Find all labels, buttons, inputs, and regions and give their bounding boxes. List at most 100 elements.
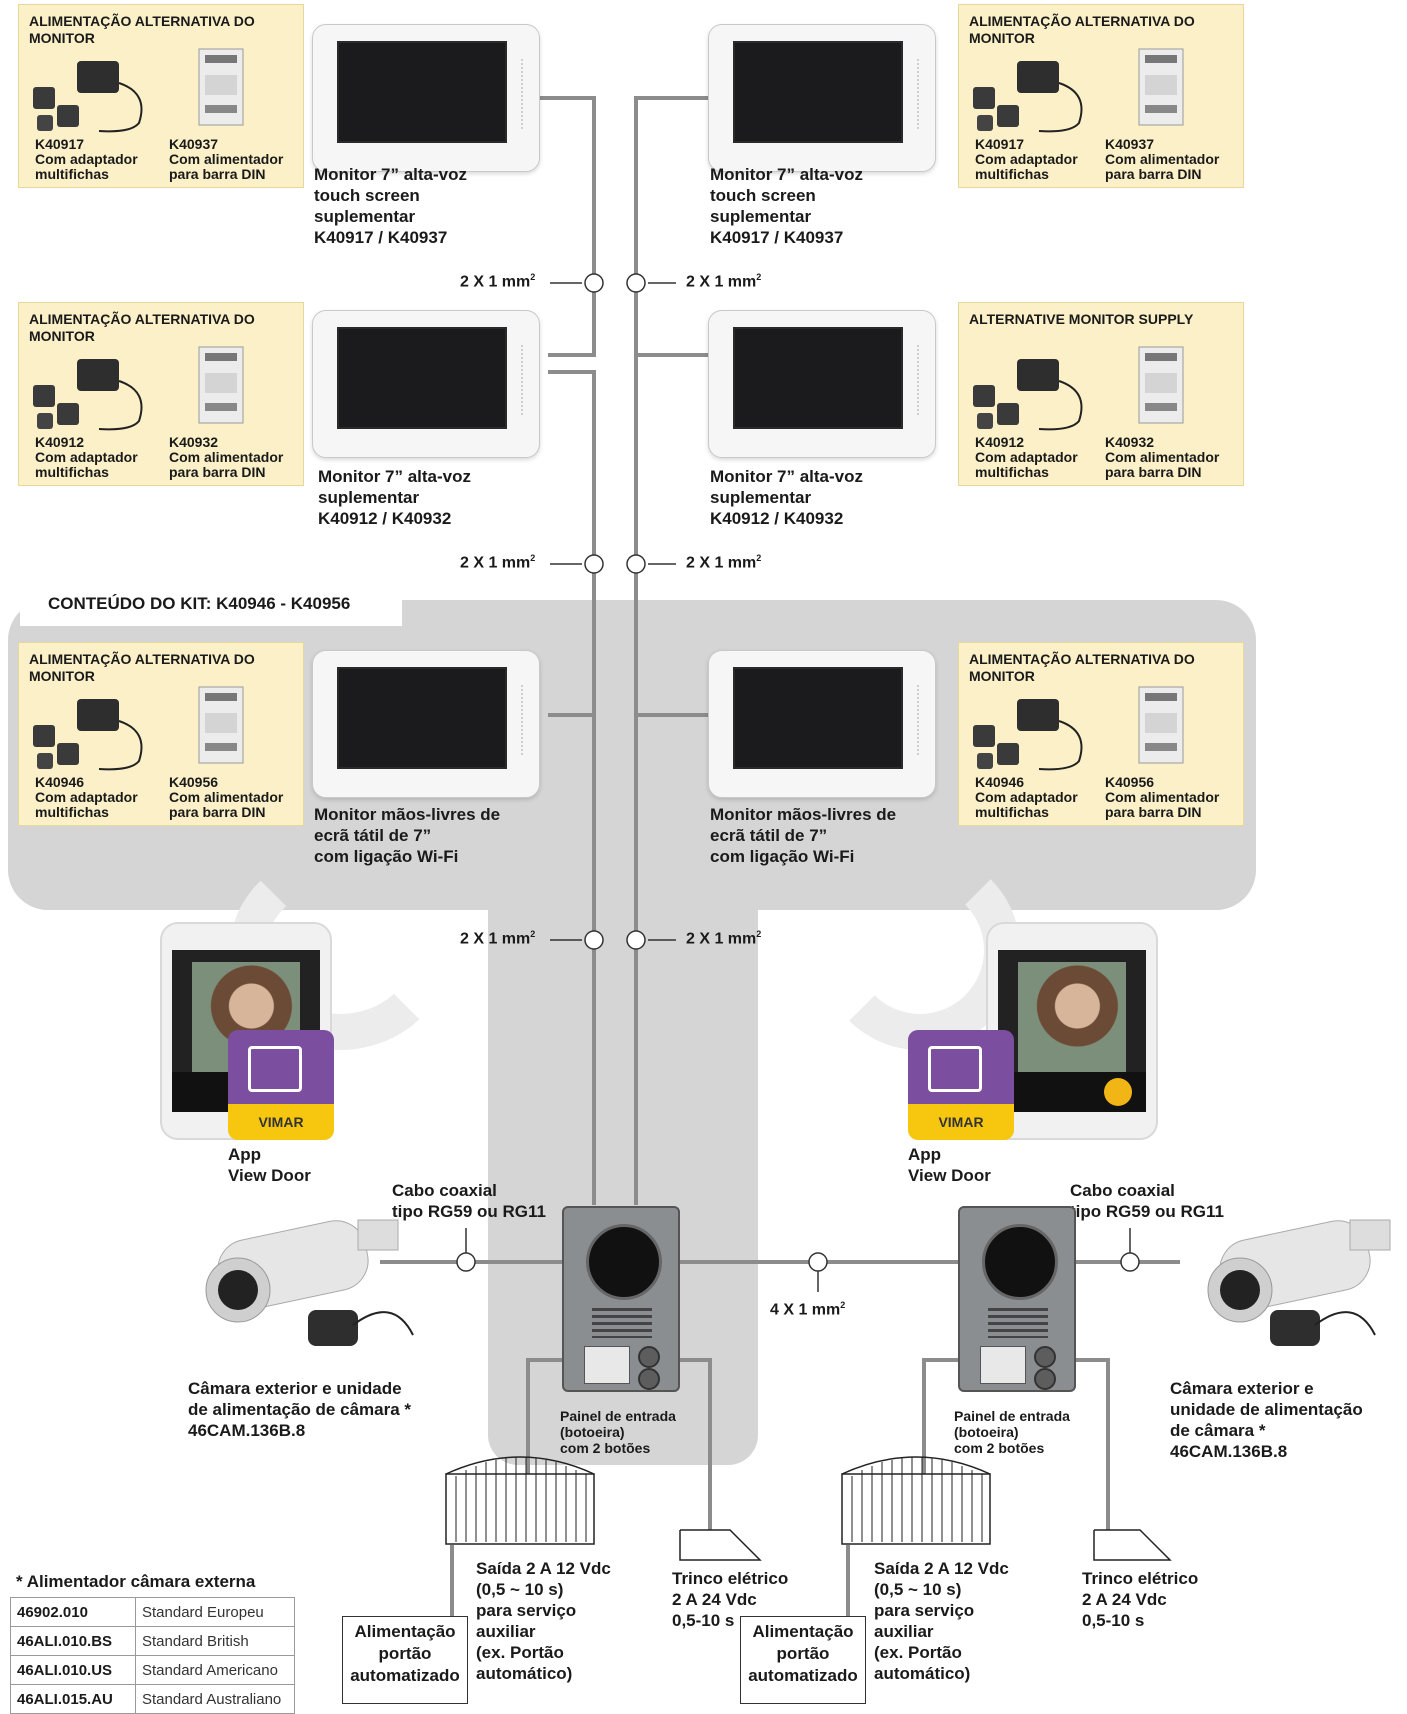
wire-label-2x1: 2 X 1 mm2	[686, 929, 762, 948]
monitor-4	[708, 310, 936, 458]
view-door-app-icon-right: VIMAR	[908, 1030, 1014, 1140]
monitor-buttons	[917, 59, 925, 129]
camera-lens-icon	[982, 1224, 1058, 1300]
speaker-grill	[988, 1308, 1048, 1338]
din-supply-icon	[1138, 48, 1184, 126]
monitor-3	[312, 310, 540, 458]
plug-adapter-icon	[33, 699, 143, 771]
vimar-logo: VIMAR	[908, 1104, 1014, 1140]
legend-code: 46ALI.010.US	[10, 1655, 136, 1685]
entry-panel-label-right: Painel de entrada(botoeira)com 2 botões	[954, 1408, 1070, 1456]
din-supply-icon	[1138, 346, 1184, 424]
supply-box-title: ALTERNATIVE MONITOR SUPPLY	[969, 311, 1194, 327]
entry-panel-label-left: Painel de entrada(botoeira)com 2 botões	[560, 1408, 676, 1456]
legend-code: 46902.010	[10, 1597, 136, 1627]
wire-label-2x1: 2 X 1 mm2	[460, 929, 536, 948]
app-icon-top	[228, 1030, 334, 1104]
gate-output-label-right: Saída 2 A 12 Vdc(0,5 ~ 10 s)para serviço…	[874, 1559, 1009, 1683]
legend-title: * Alimentador câmara externa	[16, 1572, 256, 1591]
monitor-screen	[337, 41, 507, 143]
supply-box-title: ALIMENTAÇÃO ALTERNATIVA DO MONITOR	[969, 13, 1195, 46]
supply-box-3: ALIMENTAÇÃO ALTERNATIVA DO MONITOR K4091…	[18, 302, 304, 486]
legend-desc: Standard Europeu	[135, 1597, 295, 1627]
supply-box-6: ALIMENTAÇÃO ALTERNATIVA DO MONITOR K4094…	[958, 642, 1244, 826]
nameplate	[980, 1346, 1026, 1384]
gate-output-label-left: Saída 2 A 12 Vdc(0,5 ~ 10 s)para serviço…	[476, 1559, 611, 1683]
camera-left-icon	[205, 1219, 414, 1346]
din-supply-icon	[198, 346, 244, 424]
supply-box-title: ALIMENTAÇÃO ALTERNATIVA DO MONITOR	[29, 311, 255, 344]
monitor-screen	[337, 327, 507, 429]
din-supply-icon	[198, 48, 244, 126]
plug-adapter-icon	[973, 699, 1083, 771]
legend-code: 46ALI.015.AU	[10, 1684, 136, 1714]
monitor-buttons	[917, 685, 925, 755]
answer-icon	[1104, 1078, 1132, 1106]
monitor-screen	[337, 667, 507, 769]
visitor-photo	[1018, 962, 1126, 1072]
wire-label-4x1: 4 X 1 mm2	[770, 1300, 846, 1319]
plug-adapter-icon	[33, 61, 143, 133]
app-icon-top	[908, 1030, 1014, 1104]
din-supply-icon	[198, 686, 244, 764]
call-button-1	[1034, 1346, 1056, 1368]
legend-code: 46ALI.010.BS	[10, 1626, 136, 1656]
kit-title: CONTEÚDO DO KIT: K40946 - K40956	[20, 586, 402, 626]
vimar-logo: VIMAR	[228, 1104, 334, 1140]
wire-label-2x1: 2 X 1 mm2	[460, 553, 536, 572]
supply-box-5: ALIMENTAÇÃO ALTERNATIVA DO MONITOR K4094…	[18, 642, 304, 826]
wire-label-2x1: 2 X 1 mm2	[686, 272, 762, 291]
legend-desc: Standard British	[135, 1626, 295, 1656]
camera-lens-icon	[586, 1224, 662, 1300]
monitor-2	[708, 24, 936, 172]
supply-box-1: ALIMENTAÇÃO ALTERNATIVA DO MONITOR K4091…	[18, 4, 304, 188]
supply-box-2: ALIMENTAÇÃO ALTERNATIVA DO MONITOR K4091…	[958, 4, 1244, 188]
monitor-buttons	[917, 345, 925, 415]
call-button-2	[1034, 1368, 1056, 1390]
call-button-2	[638, 1368, 660, 1390]
call-bar	[998, 1072, 1146, 1112]
speaker-grill	[592, 1308, 652, 1338]
supply-box-title: ALIMENTAÇÃO ALTERNATIVA DO MONITOR	[29, 13, 255, 46]
entry-panel-left	[562, 1206, 680, 1392]
intercom-screen-icon	[928, 1046, 982, 1092]
monitor-screen	[733, 41, 903, 143]
intercom-screen-icon	[248, 1046, 302, 1092]
legend-desc: Standard Australiano	[135, 1684, 295, 1714]
din-supply-icon	[1138, 686, 1184, 764]
smartphone-right	[986, 922, 1158, 1140]
monitor-buttons	[521, 685, 529, 755]
monitor-screen	[733, 327, 903, 429]
entry-panel-right	[958, 1206, 1076, 1392]
plug-adapter-icon	[33, 359, 143, 431]
supply-box-title: ALIMENTAÇÃO ALTERNATIVA DO MONITOR	[29, 651, 255, 684]
phone-screen	[998, 950, 1146, 1112]
